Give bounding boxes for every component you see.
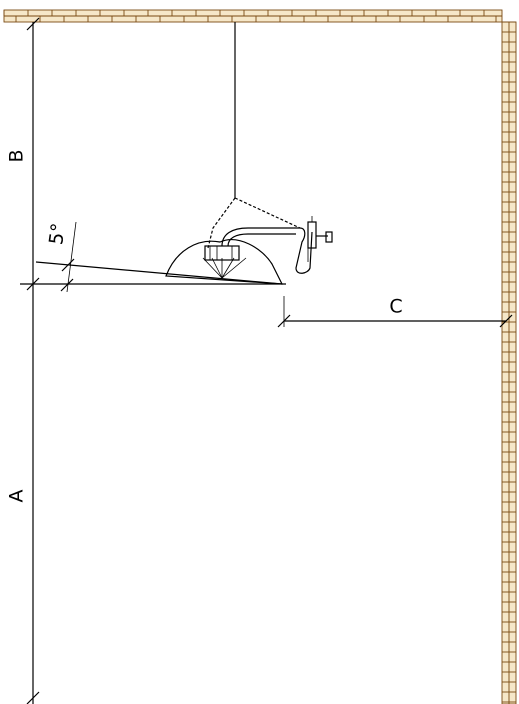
- label-angle: 5°: [45, 222, 70, 246]
- dimension-line-c: [277, 296, 513, 328]
- angle-dimension: [60, 221, 77, 293]
- radiant-heater-icon: [165, 216, 333, 285]
- dimension-line-vertical: [26, 17, 40, 704]
- tilt-line: [35, 261, 283, 285]
- label-b: B: [6, 149, 28, 162]
- suspension-chain: [207, 22, 301, 249]
- label-c: C: [389, 296, 402, 318]
- label-a: A: [6, 490, 28, 503]
- ceiling-brick: [3, 9, 503, 23]
- wall-brick: [501, 21, 517, 704]
